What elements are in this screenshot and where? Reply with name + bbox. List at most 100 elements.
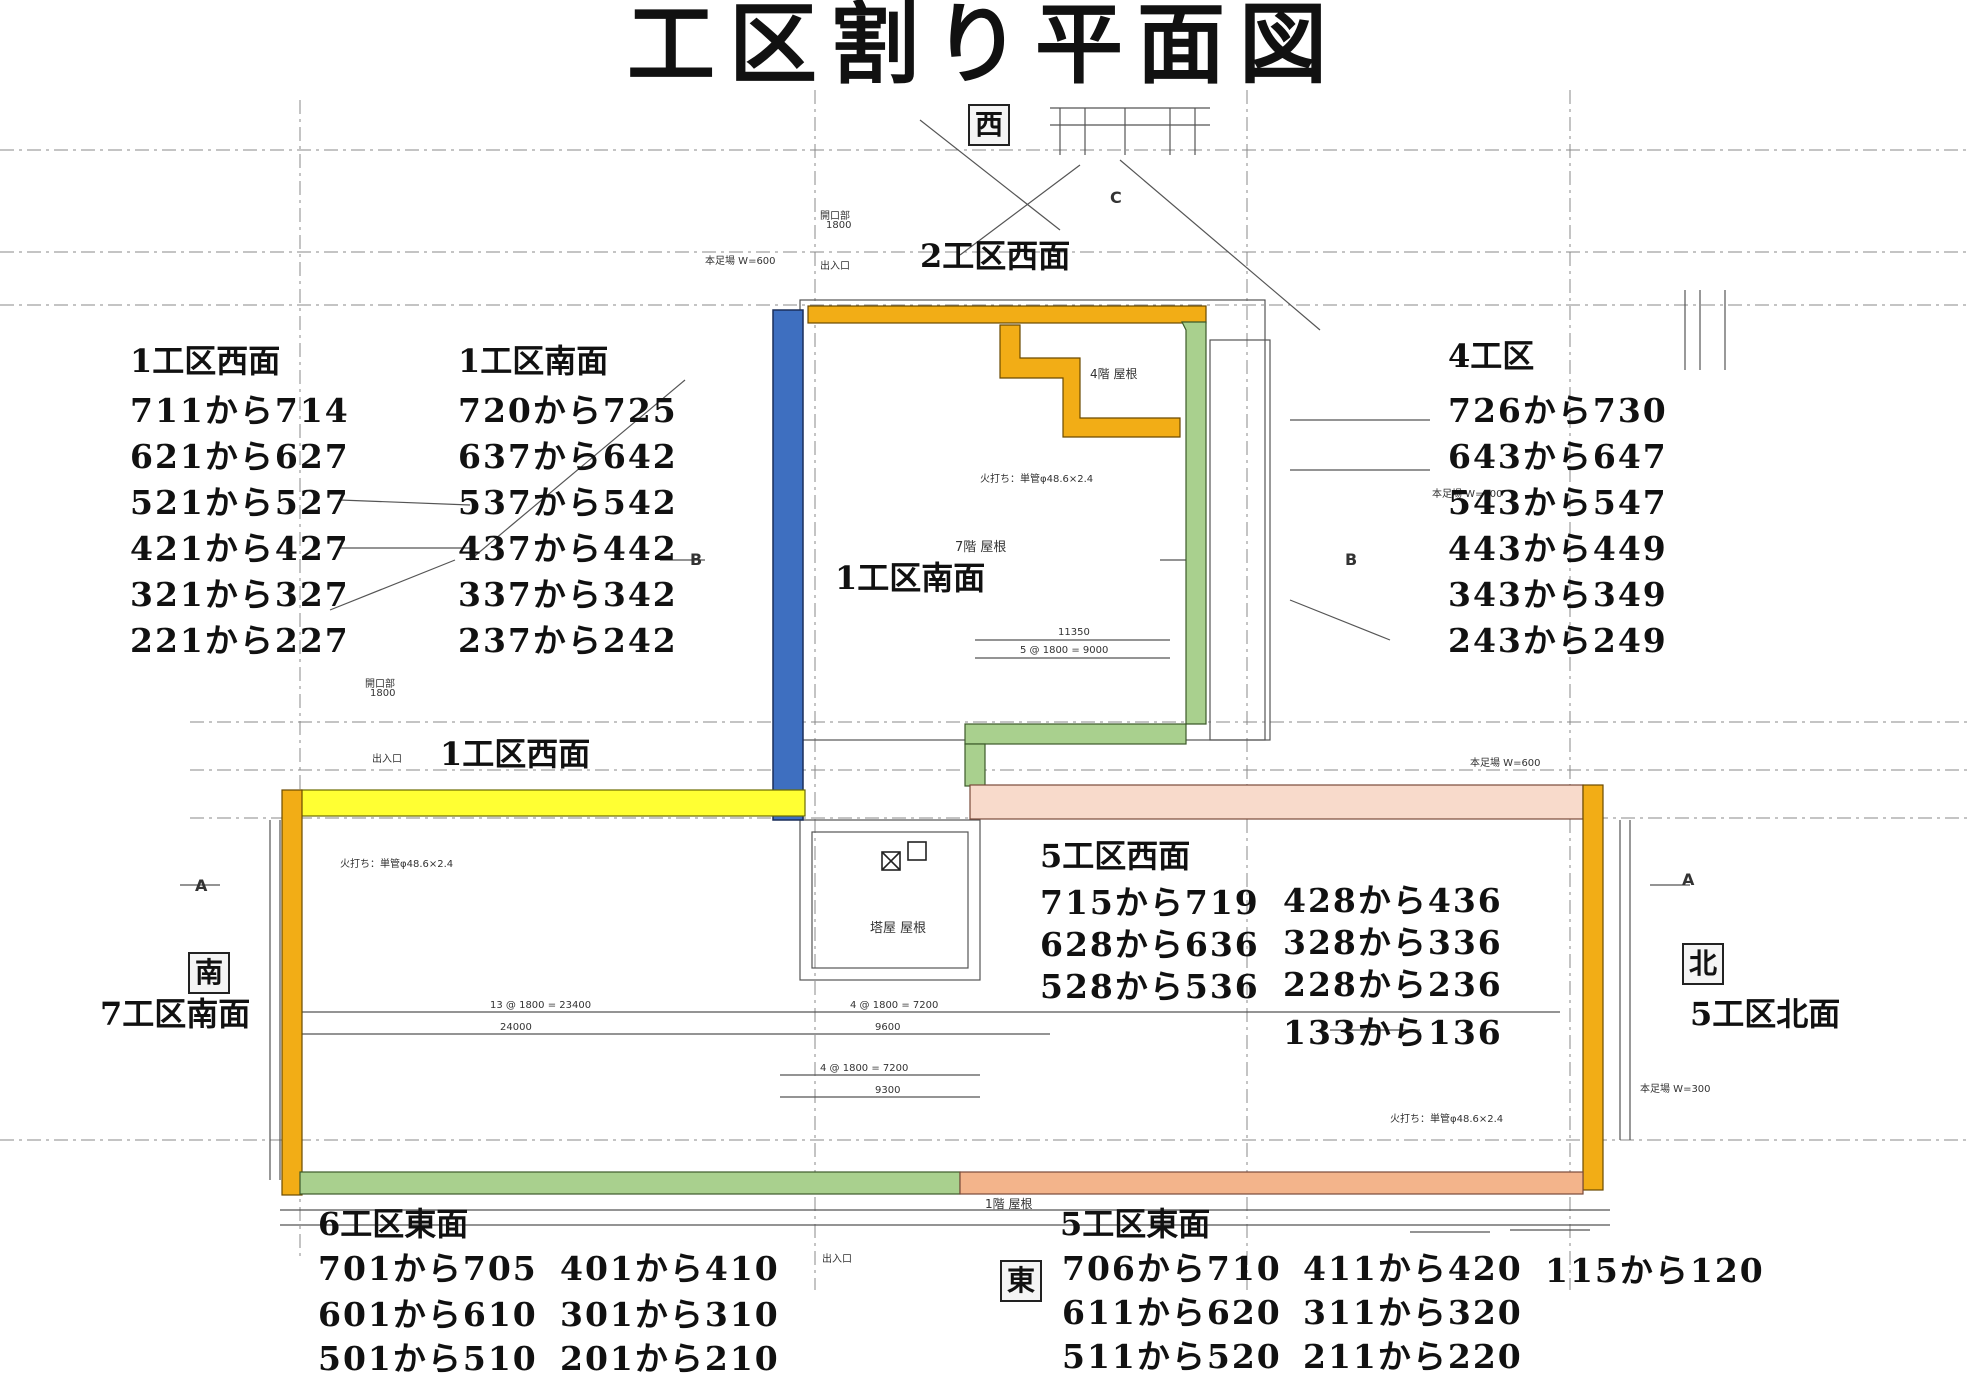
range-zone1-west-3: 421から427: [130, 529, 350, 568]
note-pipe-spec-right: 火打ち：単管φ48.6×2.4: [1390, 1114, 1504, 1125]
range-zone5-east-b-1: 311から320: [1303, 1293, 1523, 1332]
range-zone5-west-b-2: 228から236: [1283, 965, 1503, 1004]
note-dim-13x1800: 13 @ 1800 = 23400: [490, 1000, 592, 1011]
range-zone4-0: 726から730: [1448, 391, 1668, 430]
range-zone5-west-a-0: 715から719: [1040, 883, 1260, 922]
direction-west-badge: 西: [968, 104, 1010, 146]
range-zone5-west-a-1: 628から636: [1040, 925, 1260, 964]
zone-wall-1-west-blue: [772, 309, 804, 821]
range-zone4-4: 343から349: [1448, 575, 1668, 614]
label-zone1-west-top: 1工区西面: [130, 342, 281, 380]
range-zone1-south-4: 337から342: [458, 575, 678, 614]
page-title: 工区割り平面図: [626, 0, 1341, 96]
label-zone5-west: 5工区西面: [1040, 837, 1191, 875]
note-pipe-spec-left: 火打ち：単管φ48.6×2.4: [340, 859, 454, 870]
range-zone5-east-c-0: 115から120: [1545, 1251, 1765, 1290]
range-zone6-east-b-1: 301から310: [560, 1295, 780, 1334]
zone-wall-2-west-orange: [807, 305, 1207, 324]
note-opening-left: 開口部: [365, 679, 395, 690]
note-dim-11350: 11350: [1058, 627, 1090, 638]
direction-south-badge: 南: [188, 952, 230, 994]
range-zone1-west-4: 321から327: [130, 575, 350, 614]
zone-wall-orange-stair: [999, 324, 1181, 438]
section-marker-a-left: A: [195, 876, 208, 895]
range-zone1-west-1: 621から627: [130, 437, 350, 476]
range-zone5-west-b-0: 428から436: [1283, 881, 1503, 920]
range-zone4-5: 243から249: [1448, 621, 1668, 660]
note-roof-7f: 7階 屋根: [955, 540, 1007, 555]
note-scaffold-top: 本足場 W=600: [705, 256, 776, 267]
note-scaffold-right: 本足場 W=600: [1470, 758, 1541, 769]
section-marker-b-right: B: [1345, 550, 1358, 569]
range-zone6-east-a-0: 701から705: [318, 1249, 538, 1288]
range-zone4-2: 543から547: [1448, 483, 1668, 522]
range-zone4-3: 443から449: [1448, 529, 1668, 568]
section-marker-c: C: [1110, 188, 1122, 207]
label-zone1-south-top: 1工区南面: [458, 342, 609, 380]
range-zone5-west-b-3: 133から136: [1283, 1013, 1503, 1052]
note-entrance-left: 出入口: [372, 754, 402, 765]
note-dim-24000: 24000: [500, 1022, 532, 1033]
label-zone5-east: 5工区東面: [1060, 1205, 1211, 1243]
note-tower-roof: 塔屋 屋根: [870, 921, 927, 936]
range-zone5-west-a-2: 528から536: [1040, 967, 1260, 1006]
note-dim-9600: 9600: [875, 1022, 901, 1033]
note-entrance-top: 出入口: [820, 261, 850, 272]
range-zone5-east-a-1: 611から620: [1062, 1293, 1282, 1332]
note-dim-4x1800-top: 4 @ 1800 = 7200: [850, 1000, 939, 1011]
label-zone6-east: 6工区東面: [318, 1205, 469, 1243]
range-zone6-east-b-2: 201から210: [560, 1339, 780, 1376]
tower-marker: [881, 841, 927, 871]
zone-wall-green-post: [964, 743, 986, 787]
range-zone1-west-2: 521から527: [130, 483, 350, 522]
zone-wall-5-west-pink: [969, 784, 1584, 820]
note-roof-1f: 1階 屋根: [985, 1197, 1033, 1211]
range-zone1-south-2: 537から542: [458, 483, 678, 522]
range-zone1-south-1: 637から642: [458, 437, 678, 476]
section-marker-b-left: B: [690, 550, 703, 569]
zone-wall-5-east-salmon: [959, 1171, 1584, 1195]
note-scaffold-north: 本足場 W=300: [1640, 1084, 1711, 1095]
grid-lines: [0, 90, 1968, 1290]
note-roof-4f: 4階 屋根: [1090, 367, 1138, 381]
range-zone1-west-0: 711から714: [130, 391, 350, 430]
range-zone4-1: 643から647: [1448, 437, 1668, 476]
section-marker-a-right: A: [1682, 870, 1695, 889]
zone-wall-1-west-yellow: [299, 789, 806, 817]
zone-wall-4-east-green: [1181, 321, 1207, 725]
range-zone6-east-a-2: 501から510: [318, 1339, 538, 1376]
direction-north-badge: 北: [1682, 943, 1724, 985]
label-zone1-west-mid: 1工区西面: [440, 735, 591, 773]
zone-wall-5-north-orange: [1582, 784, 1604, 1191]
construction-zone-walls: [281, 305, 1604, 1196]
note-dim-9300: 9300: [875, 1085, 901, 1096]
note-dim-4x1800: 4 @ 1800 = 7200: [820, 1063, 909, 1074]
note-opening-left-dim: 1800: [370, 688, 396, 699]
range-zone1-south-5: 237から242: [458, 621, 678, 660]
label-zone1-south-center: 1工区南面: [835, 559, 986, 597]
note-opening-dim: 1800: [826, 220, 852, 231]
label-zone2-west: 2工区西面: [920, 237, 1071, 275]
range-zone5-east-a-0: 706から710: [1062, 1249, 1282, 1288]
plan-outline: [180, 107, 1726, 1233]
range-zone5-east-b-2: 211から220: [1303, 1337, 1523, 1376]
zone-wall-green-step: [964, 723, 1187, 745]
note-opening: 開口部: [820, 211, 850, 222]
range-zone5-east-b-0: 411から420: [1303, 1249, 1523, 1288]
range-zone1-south-3: 437から442: [458, 529, 678, 568]
zone-wall-6-east-green: [299, 1171, 961, 1195]
range-zone1-west-5: 221から227: [130, 621, 350, 660]
note-scaffold-east: 本足場 W=600: [1432, 489, 1503, 500]
note-dim-5x1800: 5 @ 1800 = 9000: [1020, 645, 1109, 656]
range-zone6-east-b-0: 401から410: [560, 1249, 780, 1288]
note-pipe-spec-center: 火打ち：単管φ48.6×2.4: [980, 474, 1094, 485]
note-entrance-bottom: 出入口: [822, 1254, 852, 1265]
label-zone4: 4工区: [1448, 337, 1535, 375]
range-zone5-west-b-1: 328から336: [1283, 923, 1503, 962]
label-zone5-north: 5工区北面: [1690, 995, 1841, 1033]
range-zone1-south-0: 720から725: [458, 391, 678, 430]
direction-east-badge: 東: [1000, 1260, 1042, 1302]
zone-wall-7-south-orange: [281, 789, 303, 1196]
